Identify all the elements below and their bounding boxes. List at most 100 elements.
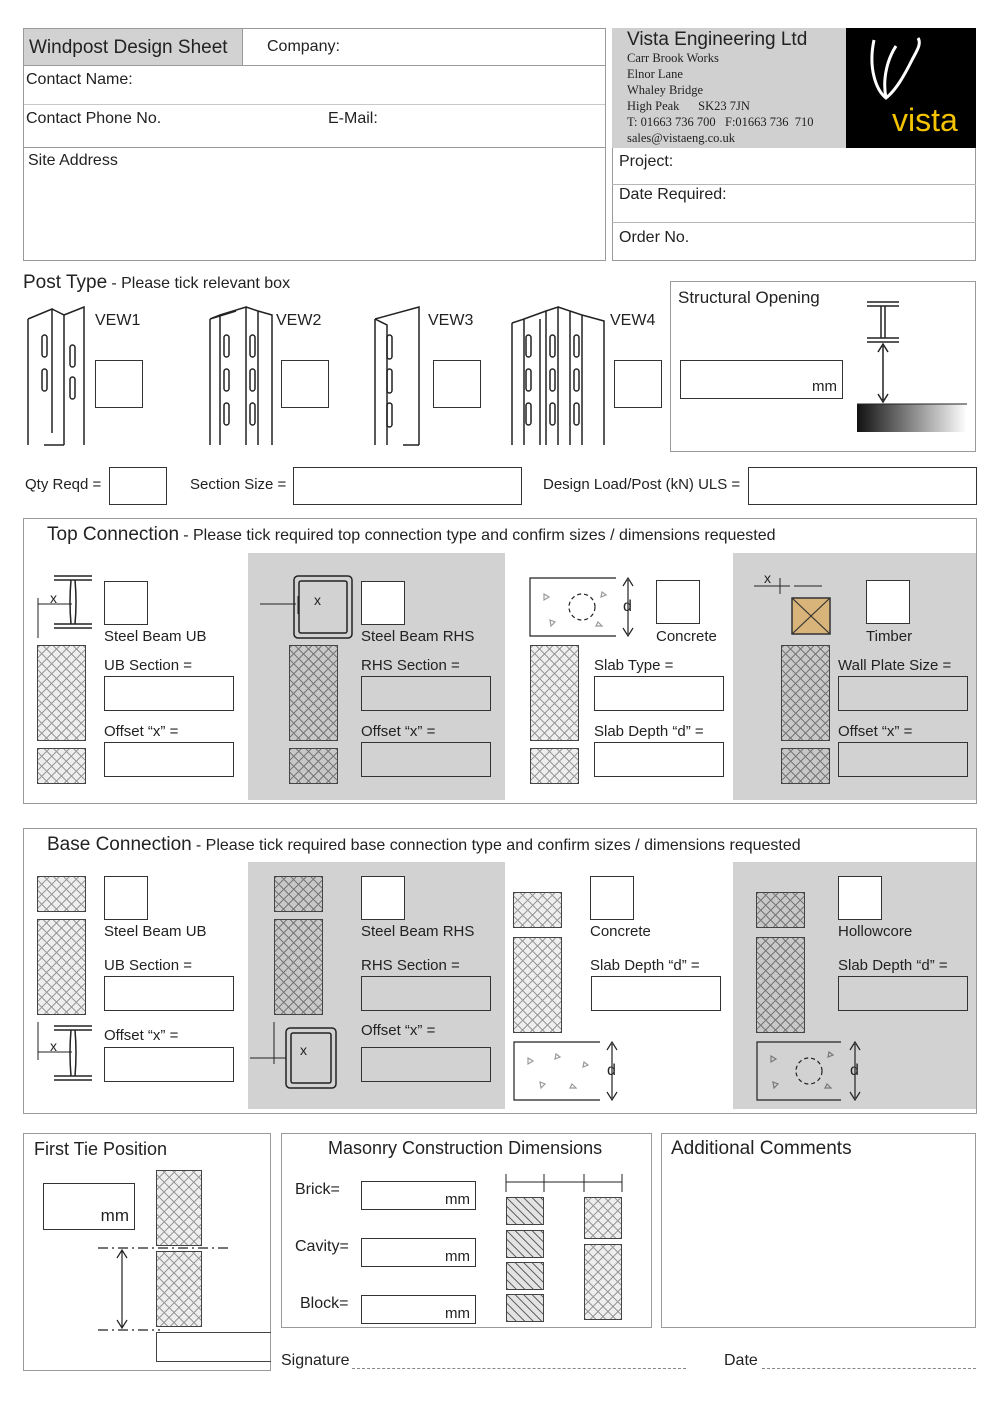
section-size-field[interactable] bbox=[293, 467, 522, 505]
top-rhs-field1-label: RHS Section = bbox=[361, 657, 460, 674]
vew1-checkbox[interactable] bbox=[95, 360, 143, 408]
masonry-dimension-icon bbox=[505, 1174, 623, 1192]
top-concrete-checkbox[interactable] bbox=[656, 580, 700, 624]
base-hollowcore-depth-field[interactable] bbox=[838, 976, 968, 1011]
base-ub-section-field[interactable] bbox=[104, 976, 234, 1011]
masonry-block bbox=[274, 919, 323, 1015]
structural-opening-title: Structural Opening bbox=[678, 288, 820, 307]
design-load-label: Design Load/Post (kN) ULS = bbox=[543, 476, 741, 493]
masonry-block bbox=[156, 1251, 202, 1327]
cavity-field[interactable]: mm bbox=[361, 1238, 476, 1267]
block-field[interactable]: mm bbox=[361, 1295, 476, 1324]
slab-depth-marker: d bbox=[850, 1062, 859, 1079]
offset-x-marker: x bbox=[764, 570, 771, 586]
base-hollowcore-checkbox[interactable] bbox=[838, 876, 882, 920]
top-rhs-offset-field[interactable] bbox=[361, 742, 491, 777]
email-label: E-Mail: bbox=[328, 110, 378, 127]
unit-label: mm bbox=[445, 1191, 470, 1208]
signature-line[interactable] bbox=[352, 1368, 686, 1369]
top-timber-label: Timber bbox=[866, 628, 913, 645]
base-rhs-field2-label: Offset “x” = bbox=[361, 1022, 436, 1039]
structural-opening-field[interactable]: mm bbox=[680, 360, 843, 399]
top-slab-type-field[interactable] bbox=[594, 676, 724, 711]
base-rhs-label: Steel Beam RHS bbox=[361, 923, 475, 940]
masonry-block bbox=[37, 876, 86, 912]
top-ub-label: Steel Beam UB bbox=[104, 628, 207, 645]
first-tie-title: First Tie Position bbox=[34, 1139, 168, 1159]
project-label[interactable]: Project: bbox=[619, 153, 674, 170]
base-ub-offset-field[interactable] bbox=[104, 1047, 234, 1082]
signature-label: Signature bbox=[281, 1352, 350, 1369]
base-rhs-section-field[interactable] bbox=[361, 976, 491, 1011]
sheet-title-cell bbox=[24, 29, 243, 65]
vew4-label: VEW4 bbox=[610, 312, 656, 329]
block-course bbox=[584, 1197, 622, 1239]
top-ub-field1-label: UB Section = bbox=[104, 657, 192, 674]
masonry-block bbox=[530, 645, 579, 741]
timber-plate-icon bbox=[754, 578, 831, 635]
top-connection-subtitle: - Please tick required top connection ty… bbox=[183, 527, 776, 544]
vew2-post-icon bbox=[209, 305, 273, 445]
rhs-beam-icon bbox=[250, 1022, 337, 1089]
order-label[interactable]: Order No. bbox=[619, 229, 690, 246]
offset-x-marker: x bbox=[50, 1038, 57, 1054]
top-ub-section-field[interactable] bbox=[104, 676, 234, 711]
vendor-email: sales@vistaeng.co.uk bbox=[627, 131, 736, 145]
masonry-block bbox=[513, 937, 562, 1033]
top-ub-checkbox[interactable] bbox=[104, 581, 148, 625]
top-timber-offset-field[interactable] bbox=[838, 742, 968, 777]
top-timber-checkbox[interactable] bbox=[866, 580, 910, 624]
top-connection-heading: Top Connection bbox=[47, 524, 180, 545]
base-concrete-label: Concrete bbox=[590, 923, 651, 940]
masonry-block bbox=[156, 1170, 202, 1246]
brick-label: Brick= bbox=[295, 1181, 340, 1198]
section-size-label: Section Size = bbox=[190, 476, 287, 493]
masonry-block bbox=[37, 748, 86, 784]
qty-label: Qty Reqd = bbox=[25, 476, 102, 493]
base-ub-checkbox[interactable] bbox=[104, 876, 148, 920]
design-load-field[interactable] bbox=[748, 467, 977, 505]
vendor-address-line: Whaley Bridge bbox=[627, 83, 704, 97]
first-tie-field[interactable]: mm bbox=[43, 1183, 135, 1230]
cavity-label: Cavity= bbox=[295, 1238, 349, 1255]
top-connection-title: Top Connection - Please tick required to… bbox=[47, 524, 776, 546]
ub-beam-icon bbox=[37, 575, 92, 638]
divider bbox=[24, 104, 605, 105]
vew3-label: VEW3 bbox=[428, 312, 474, 329]
first-tie-panel bbox=[23, 1133, 271, 1371]
top-slab-depth-field[interactable] bbox=[594, 742, 724, 777]
divider bbox=[612, 222, 976, 223]
top-concrete-field2-label: Slab Depth “d” = bbox=[594, 723, 704, 740]
top-wall-plate-field[interactable] bbox=[838, 676, 968, 711]
date-label: Date bbox=[724, 1352, 758, 1369]
vew4-checkbox[interactable] bbox=[614, 360, 662, 408]
top-rhs-checkbox[interactable] bbox=[361, 581, 405, 625]
top-rhs-section-field[interactable] bbox=[361, 676, 491, 711]
base-rhs-field1-label: RHS Section = bbox=[361, 957, 460, 974]
base-ub-field2-label: Offset “x” = bbox=[104, 1027, 179, 1044]
masonry-block bbox=[756, 892, 805, 928]
vew3-checkbox[interactable] bbox=[433, 360, 481, 408]
vew2-checkbox[interactable] bbox=[281, 360, 329, 408]
base-hollowcore-label: Hollowcore bbox=[838, 923, 913, 940]
header-left-block bbox=[23, 28, 606, 261]
base-connection-title: Base Connection - Please tick required b… bbox=[47, 834, 801, 856]
masonry-block bbox=[289, 645, 338, 741]
date-required-label[interactable]: Date Required: bbox=[619, 186, 727, 203]
qty-field[interactable] bbox=[109, 467, 167, 505]
brick-field[interactable]: mm bbox=[361, 1181, 476, 1210]
offset-x-marker: x bbox=[314, 592, 321, 608]
base-rhs-checkbox[interactable] bbox=[361, 876, 405, 920]
date-line[interactable] bbox=[762, 1368, 976, 1369]
company-field[interactable] bbox=[243, 29, 605, 65]
company-label: Company: bbox=[267, 38, 340, 55]
masonry-block bbox=[513, 892, 562, 928]
masonry-title: Masonry Construction Dimensions bbox=[328, 1138, 603, 1158]
base-rhs-offset-field[interactable] bbox=[361, 1047, 491, 1082]
block-label: Block= bbox=[300, 1295, 349, 1312]
base-slab-depth-field[interactable] bbox=[591, 976, 721, 1011]
comments-panel[interactable] bbox=[661, 1133, 976, 1328]
base-concrete-checkbox[interactable] bbox=[590, 876, 634, 920]
contact-phone-label: Contact Phone No. bbox=[26, 110, 162, 127]
top-ub-offset-field[interactable] bbox=[104, 742, 234, 777]
